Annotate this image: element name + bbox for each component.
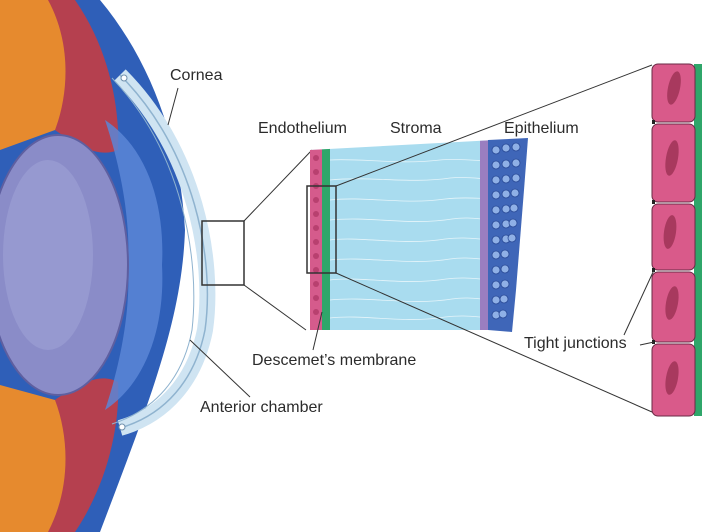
label-cornea: Cornea xyxy=(170,67,223,84)
nucleus xyxy=(667,71,681,105)
zoom-box-cornea xyxy=(201,220,245,286)
anterior-chamber-leader xyxy=(189,339,251,398)
label-descemets-membrane: Descemet’s membrane xyxy=(252,352,417,369)
descemets-membrane-layer xyxy=(322,140,330,330)
label-epithelium: Epithelium xyxy=(504,120,579,137)
iris xyxy=(0,0,66,150)
nucleus xyxy=(665,140,679,176)
cornea-layers-panel xyxy=(310,138,528,332)
zonules xyxy=(105,120,163,410)
nucleus xyxy=(663,215,677,249)
endothelial-cells-detail xyxy=(651,63,702,417)
iris-lower xyxy=(0,385,66,532)
endothelium-layer xyxy=(310,140,322,330)
nucleus xyxy=(665,361,679,395)
tight-junction xyxy=(652,120,655,124)
cornea-leader xyxy=(167,87,179,126)
tight-junctions-leader-1 xyxy=(623,269,655,336)
zoom-box-endothelium xyxy=(306,185,337,274)
label-endothelium: Endothelium xyxy=(258,120,347,137)
label-stroma: Stroma xyxy=(390,120,442,137)
tight-junction xyxy=(652,200,655,204)
tight-junctions-leader-2 xyxy=(639,341,655,346)
label-tight-junctions: Tight junctions xyxy=(524,335,627,352)
descemet-leader xyxy=(312,311,323,351)
label-anterior-chamber: Anterior chamber xyxy=(200,399,323,416)
nucleus xyxy=(665,286,679,320)
eye-cross-section xyxy=(0,0,216,532)
